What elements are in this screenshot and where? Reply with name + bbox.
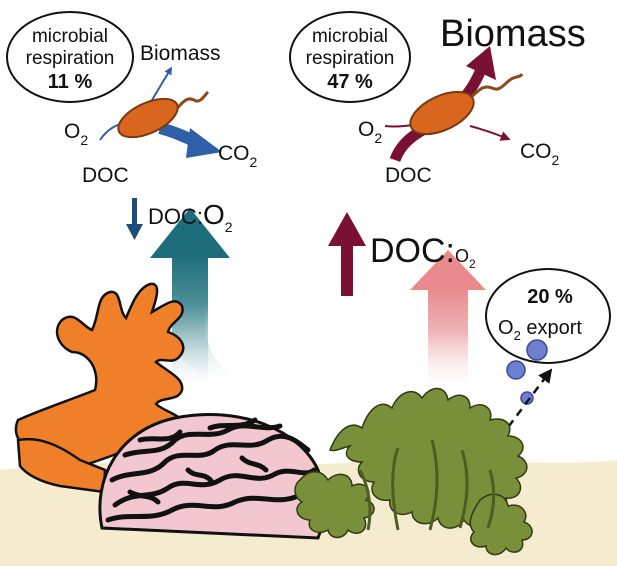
upward-flux-arrow-left <box>150 208 245 395</box>
doc-o2-ratio-right: DOC:O2 <box>370 232 476 271</box>
ratio-increase-arrow <box>328 212 366 296</box>
upward-flux-arrow-right <box>410 250 486 396</box>
macroalgae-icon <box>294 387 533 556</box>
o2-label-right: O2 <box>358 118 382 146</box>
bubble-line2-left: respiration <box>26 48 115 69</box>
co2-label-right: CO2 <box>520 140 560 168</box>
biomass-label-right: Biomass <box>440 13 586 55</box>
co2-label-left: CO2 <box>218 142 258 170</box>
respiration-value-left: 11 % <box>48 71 93 93</box>
respiration-bubble-right: microbial respiration 47 % <box>289 11 411 103</box>
doc-label-right: DOC <box>385 164 432 187</box>
bubble-line1-left: microbial <box>32 26 108 47</box>
brain-coral-icon <box>98 413 326 540</box>
ratio-decrease-arrow <box>126 198 143 240</box>
respiration-value-right: 47 % <box>327 71 373 93</box>
bubble-line1-right: microbial <box>312 26 388 47</box>
oxygen-bubble-icon <box>506 339 548 405</box>
bacterium-icon <box>117 90 210 139</box>
doc-label-left: DOC <box>82 164 129 187</box>
bubble-line2-right: respiration <box>306 48 395 69</box>
bacterium-icon <box>409 73 524 136</box>
respiration-bubble-left: microbial respiration 11 % <box>6 11 134 103</box>
o2-export-value: 20 % <box>527 286 573 308</box>
o2-export-bubble: 20 % O2 export <box>485 268 611 364</box>
doc-o2-ratio-left: DOC:O2 <box>148 199 233 235</box>
o2-label-left: O2 <box>64 120 88 148</box>
o2-export-label: O2 export <box>498 317 582 343</box>
biomass-label-left: Biomass <box>140 42 221 65</box>
